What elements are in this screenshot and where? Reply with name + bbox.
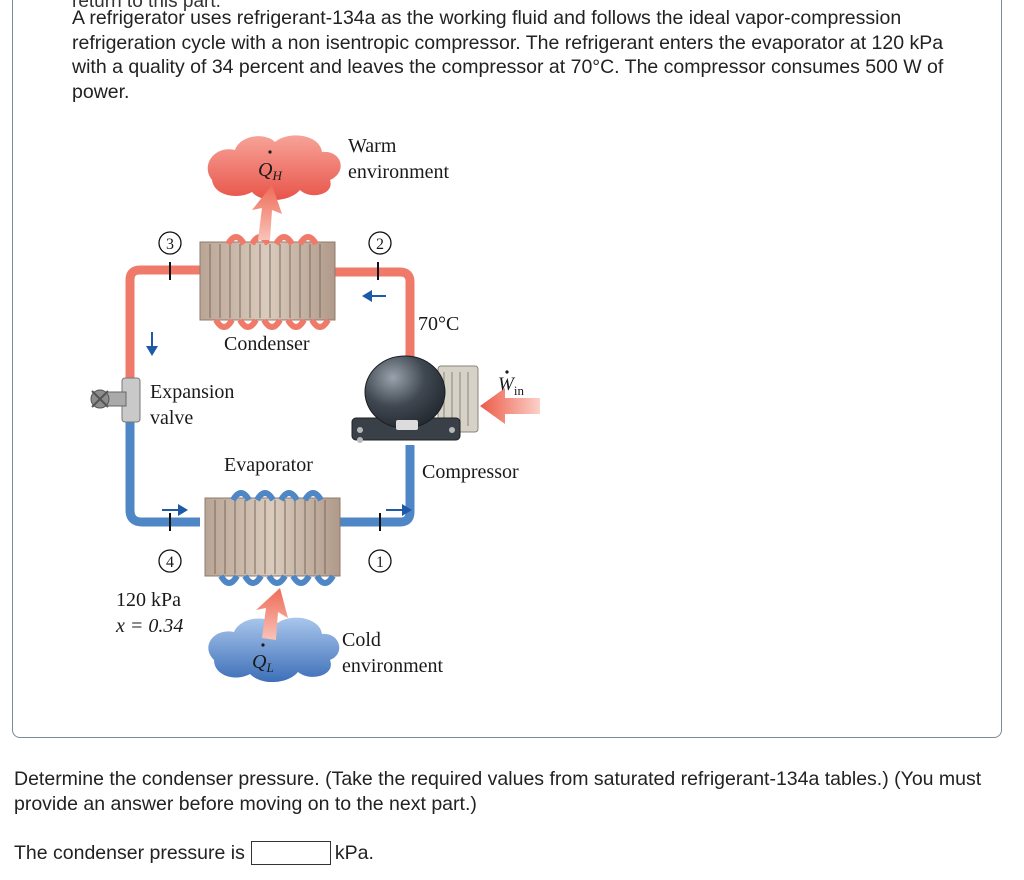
evaporator-label: Evaporator [224,454,313,476]
state3-label: 3 [166,236,174,253]
warm-env-label-line2: environment [348,161,450,183]
cut-off-header-text: return to this part. [72,0,221,12]
answer-unit: kPa. [334,841,374,864]
svg-text:QL: QL [252,651,274,675]
warm-env-label-line1: Warm [348,135,397,157]
condenser-label: Condenser [224,333,310,355]
svg-text:QH: QH [258,159,282,183]
state4-label: 4 [166,554,174,571]
condenser-coil [199,234,336,330]
qh-dot [268,150,272,154]
temp-70c-label: 70°C [418,313,459,335]
state1-label: 1 [376,554,384,571]
quality-state-label: x = 0.34 [115,615,183,637]
cold-cloud [208,617,340,683]
question-text: Determine the condenser pressure. (Take … [14,768,982,815]
flow-arrow-right-icon-1 [386,504,412,516]
heat-in-arrow [256,588,288,640]
compressor-unit [351,355,479,443]
win-label: W [498,374,516,395]
state3-circle [158,231,182,255]
problem-container [12,0,1002,738]
cold-env-label-line1: Cold [342,629,381,651]
svg-text:Win: Win [498,374,524,398]
qh-label: Q [258,159,273,181]
expansion-valve [90,377,141,423]
work-in-arrow [480,388,540,424]
expansion-label-line2: valve [150,407,193,429]
condenser-pressure-input[interactable] [250,841,331,865]
problem-statement: A refrigerator uses refrigerant-134a as … [72,7,944,103]
pressure-state-label: 120 kPa [116,589,181,611]
ql-label: Q [252,651,267,673]
expansion-label-line1: Expansion [150,381,234,403]
flow-arrow-left-icon [362,290,386,302]
warm-cloud [207,135,341,201]
state2-circle [368,231,392,255]
state2-label: 2 [376,236,384,253]
evaporator-coil [204,490,341,586]
compressor-label: Compressor [422,461,519,483]
flow-arrow-right-icon-4 [162,504,188,516]
refrigeration-cycle-diagram: 3 2 4 1 QH QL Win Warm environment Conde… [90,135,540,683]
ql-dot [261,643,265,647]
flow-arrow-down-icon [146,332,158,356]
qh-subscript: H [271,168,282,183]
cold-pipe-loop [125,420,415,527]
heat-out-arrow [252,185,282,240]
cold-env-label-line2: environment [342,655,444,677]
ql-subscript: L [265,660,273,675]
state4-circle [158,549,182,573]
win-dot [505,370,509,374]
win-subscript: in [514,383,525,398]
answer-prefix: The condenser pressure is [14,841,245,864]
state1-circle [368,549,392,573]
hot-pipe-loop [125,265,415,380]
answer-row: The condenser pressure is kPa. [14,841,374,865]
